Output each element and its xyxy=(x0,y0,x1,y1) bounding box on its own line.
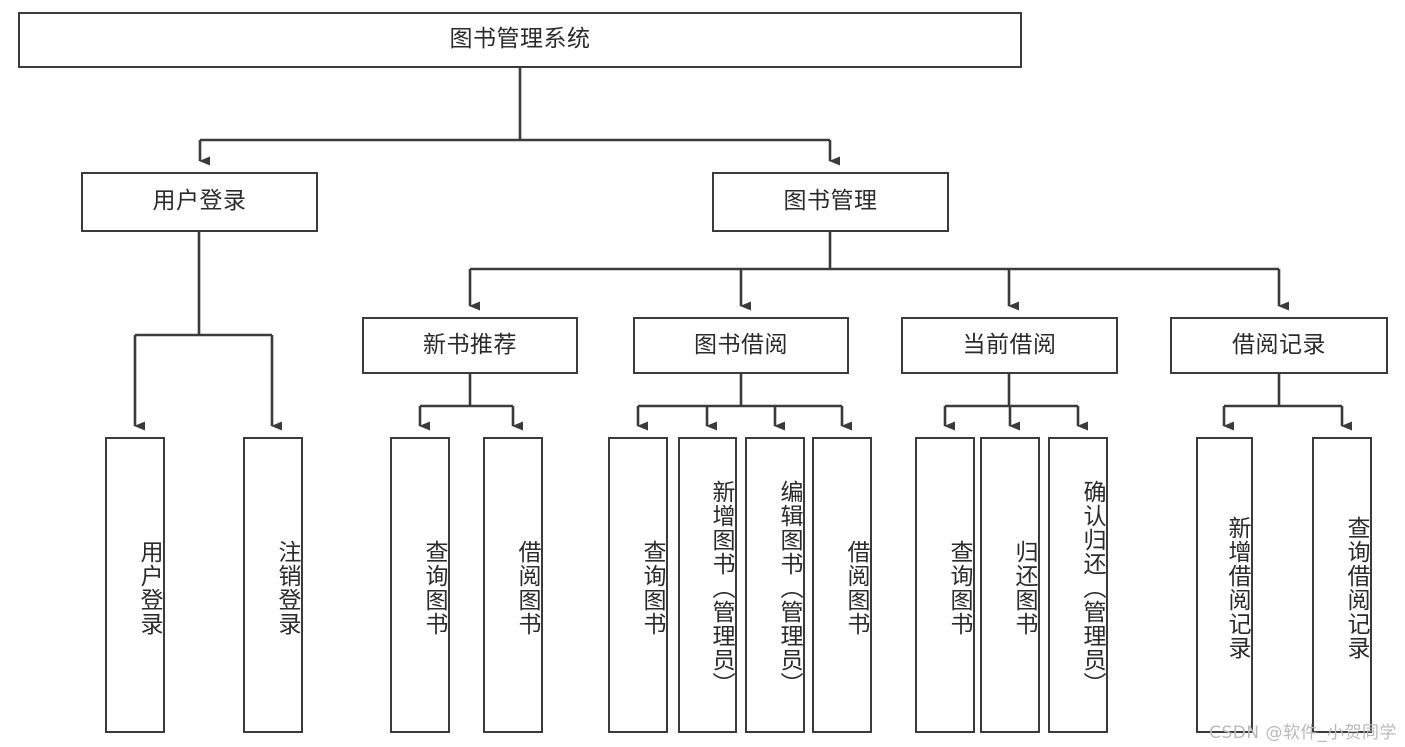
node-borrow-record-label: 借阅记录 xyxy=(1232,331,1326,358)
node-book-manage[interactable]: 图书管理 xyxy=(712,172,949,232)
leaf-cb-query[interactable]: 查询图书 xyxy=(915,437,975,733)
node-new-book-rec-label: 新书推荐 xyxy=(423,331,517,358)
leaf-bb-borrow-label: 借阅图书 xyxy=(843,540,869,636)
leaf-cb-confirm[interactable]: 确认归还（管理员） xyxy=(1048,437,1108,733)
leaf-bb-query-label: 查询图书 xyxy=(639,540,665,636)
leaf-bb-edit-label: 编辑图书（管理员） xyxy=(776,480,802,696)
leaf-bb-add-label: 新增图书（管理员） xyxy=(708,480,734,696)
leaf-br-add[interactable]: 新增借阅记录 xyxy=(1196,437,1253,733)
leaf-nbr-query-label: 查询图书 xyxy=(421,540,447,636)
leaf-br-query-label: 查询借阅记录 xyxy=(1343,516,1369,660)
node-new-book-rec[interactable]: 新书推荐 xyxy=(362,317,578,374)
leaf-br-query[interactable]: 查询借阅记录 xyxy=(1312,437,1372,733)
leaf-user-login-label: 用户登录 xyxy=(136,540,162,636)
leaf-cb-return[interactable]: 归还图书 xyxy=(980,437,1040,733)
leaf-cb-query-label: 查询图书 xyxy=(946,540,972,636)
leaf-bb-edit[interactable]: 编辑图书（管理员） xyxy=(745,437,805,733)
leaf-bb-query[interactable]: 查询图书 xyxy=(608,437,668,733)
node-borrow-record[interactable]: 借阅记录 xyxy=(1170,317,1388,374)
leaf-logout[interactable]: 注销登录 xyxy=(243,437,303,733)
node-book-borrow-label: 图书借阅 xyxy=(694,331,788,358)
leaf-user-login[interactable]: 用户登录 xyxy=(105,437,165,733)
node-current-borrow[interactable]: 当前借阅 xyxy=(901,317,1118,374)
node-user-login[interactable]: 用户登录 xyxy=(81,172,318,232)
leaf-br-add-label: 新增借阅记录 xyxy=(1224,516,1250,660)
node-root-label: 图书管理系统 xyxy=(449,26,591,53)
leaf-cb-confirm-label: 确认归还（管理员） xyxy=(1079,480,1105,696)
node-book-manage-label: 图书管理 xyxy=(783,188,878,215)
node-root[interactable]: 图书管理系统 xyxy=(18,12,1022,68)
leaf-nbr-borrow-label: 借阅图书 xyxy=(514,540,540,636)
node-current-borrow-label: 当前借阅 xyxy=(962,331,1057,358)
leaf-bb-add[interactable]: 新增图书（管理员） xyxy=(678,437,737,733)
leaf-cb-return-label: 归还图书 xyxy=(1011,540,1037,636)
leaf-nbr-query[interactable]: 查询图书 xyxy=(390,437,450,733)
leaf-logout-label: 注销登录 xyxy=(274,540,300,636)
leaf-bb-borrow[interactable]: 借阅图书 xyxy=(812,437,872,733)
leaf-nbr-borrow[interactable]: 借阅图书 xyxy=(483,437,543,733)
csdn-watermark: CSDN @软件_小贺同学 xyxy=(1209,723,1397,743)
node-book-borrow[interactable]: 图书借阅 xyxy=(633,317,849,374)
node-user-login-label: 用户登录 xyxy=(152,188,247,215)
